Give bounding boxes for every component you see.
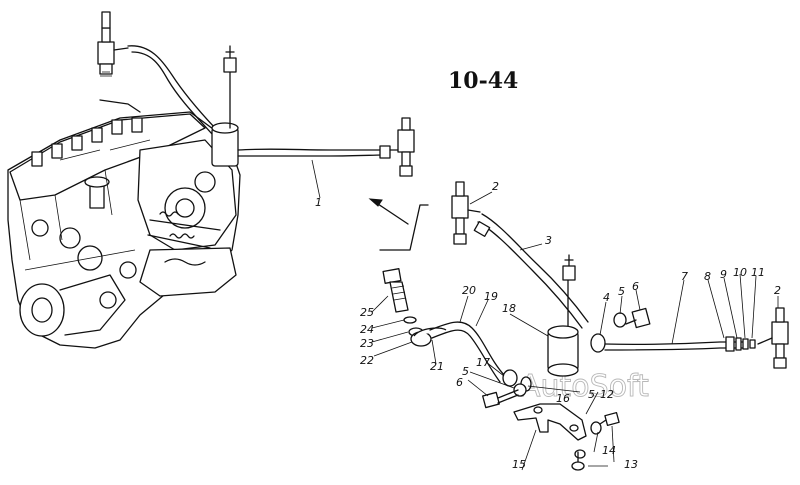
callout-labels: 1 2 3 4 5 6 7 8 9 10 11 2 12 13 14 15 16… — [315, 180, 781, 471]
callout-5-upper: 5 — [618, 285, 625, 298]
bolt-6-lower — [482, 389, 519, 409]
callout-23: 23 — [360, 337, 374, 350]
callout-22: 22 — [360, 354, 374, 367]
bracket-15 — [513, 403, 587, 441]
injection-pump-assembly — [7, 99, 241, 349]
ring-11 — [749, 339, 756, 349]
watermark: AutoSoft — [520, 369, 649, 404]
callout-25: 25 — [360, 306, 374, 319]
callout-6-lower: 6 — [456, 376, 463, 389]
callout-4: 4 — [603, 291, 610, 304]
callout-20: 20 — [462, 284, 476, 297]
callout-15: 15 — [512, 458, 526, 471]
callout-13: 13 — [624, 458, 638, 471]
bolt-13-lower — [571, 451, 585, 471]
callout-12: 12 — [600, 388, 614, 401]
pipe-3 — [481, 213, 589, 323]
callout-2-upper: 2 — [492, 180, 499, 193]
callout-24: 24 — [360, 323, 374, 336]
pipe-7 — [604, 341, 746, 346]
leader-lines — [311, 159, 779, 471]
bolt-13-upper — [599, 411, 620, 427]
callout-18: 18 — [502, 302, 516, 315]
nut-8 — [725, 336, 735, 352]
pipe-to-top-injector — [127, 45, 216, 129]
bolt-6-upper — [625, 307, 651, 329]
injector-top-right — [389, 117, 415, 177]
callout-9: 9 — [720, 268, 727, 281]
hose-20 — [429, 321, 506, 377]
injector-top-left — [97, 11, 129, 77]
hose-19 — [431, 329, 501, 383]
washer-5-lower — [513, 383, 527, 397]
bolt-25 — [382, 268, 409, 313]
callout-11: 11 — [751, 266, 765, 279]
fitting-17 — [502, 369, 518, 387]
fitting-4 — [590, 333, 606, 353]
sleeve-9 — [735, 337, 742, 351]
pump-fuel-filter — [211, 45, 239, 167]
washer-14-lower — [574, 449, 586, 459]
fuel-filter-18 — [547, 254, 579, 377]
callout-7: 7 — [681, 270, 688, 283]
callout-3: 3 — [545, 234, 552, 247]
callout-19: 19 — [484, 290, 498, 303]
callout-21: 21 — [430, 360, 444, 373]
callout-17: 17 — [476, 356, 490, 369]
assembly-arrow — [368, 198, 429, 251]
callout-16: 16 — [556, 392, 570, 405]
washer-24 — [403, 316, 417, 324]
ring-10 — [742, 338, 749, 350]
callout-5-lower: 5 — [462, 365, 469, 378]
callout-5-third: 5 — [588, 388, 595, 401]
callout-14: 14 — [602, 444, 616, 457]
callout-10: 10 — [733, 266, 747, 279]
washer-5-upper — [613, 312, 627, 328]
callout-2-right: 2 — [774, 284, 781, 297]
figure-number: 10-44 — [448, 68, 518, 94]
injector-part-2 — [451, 181, 481, 245]
callout-6-upper: 6 — [632, 280, 639, 293]
washer-14-upper — [590, 421, 602, 435]
callout-8: 8 — [704, 270, 711, 283]
injector-part-2-right — [757, 307, 789, 369]
pipe-1 — [237, 148, 386, 151]
callout-1: 1 — [315, 196, 322, 209]
